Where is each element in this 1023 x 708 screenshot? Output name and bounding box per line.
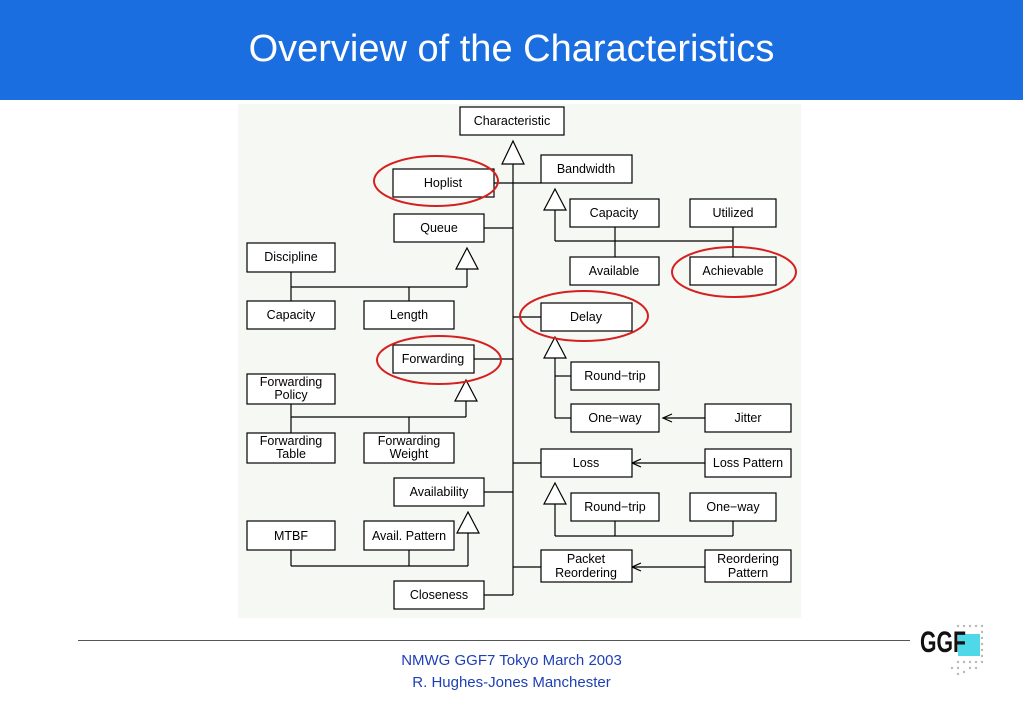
triangle-icon bbox=[501, 139, 525, 165]
connector-lines bbox=[290, 164, 734, 596]
triangle-icon bbox=[456, 510, 480, 534]
node-forwarding-weight-line2: Weight bbox=[390, 447, 429, 461]
node-reordering-pattern-line2: Pattern bbox=[728, 566, 768, 580]
page-title: Overview of the Characteristics bbox=[248, 28, 775, 70]
node-available: Available bbox=[589, 264, 640, 278]
node-loss-round-trip: Round−trip bbox=[584, 500, 646, 514]
ggf-logo: GGF bbox=[920, 624, 984, 676]
node-achievable: Achievable bbox=[702, 264, 763, 278]
node-queue: Queue bbox=[420, 221, 458, 235]
triangle-icon bbox=[543, 335, 567, 359]
node-delay-one-way: One−way bbox=[588, 411, 642, 425]
node-jitter: Jitter bbox=[734, 411, 761, 425]
node-reordering-pattern-line1: Reordering bbox=[717, 552, 779, 566]
title-bar bbox=[0, 0, 1023, 100]
node-delay-round-trip: Round−trip bbox=[584, 369, 646, 383]
highlight-delay bbox=[519, 290, 649, 342]
node-queue-capacity: Capacity bbox=[267, 308, 316, 322]
arrowhead-icon bbox=[661, 413, 673, 423]
highlight-ellipses bbox=[373, 155, 797, 385]
node-boxes bbox=[246, 106, 792, 610]
node-characteristic: Characteristic bbox=[474, 114, 550, 128]
node-utilized: Utilized bbox=[713, 206, 754, 220]
node-closeness: Closeness bbox=[410, 588, 468, 602]
generalization-arrows bbox=[454, 139, 567, 534]
logo-dots bbox=[950, 624, 984, 676]
node-forwarding-weight-line1: Forwarding bbox=[378, 434, 441, 448]
node-loss-pattern: Loss Pattern bbox=[713, 456, 783, 470]
footer-line-1: NMWG GGF7 Tokyo March 2003 bbox=[401, 652, 622, 669]
node-hoplist: Hoplist bbox=[424, 176, 463, 190]
triangle-icon bbox=[455, 246, 479, 270]
node-loss: Loss bbox=[573, 456, 599, 470]
footer-line-2: R. Hughes-Jones Manchester bbox=[412, 674, 611, 691]
node-bw-capacity: Capacity bbox=[590, 206, 639, 220]
node-availability: Availability bbox=[410, 485, 470, 499]
highlight-hoplist bbox=[373, 155, 499, 207]
highlight-achievable bbox=[671, 246, 797, 298]
node-length: Length bbox=[390, 308, 428, 322]
node-labels: Characteristic Hoplist Queue Discipline … bbox=[260, 114, 783, 602]
triangle-icon bbox=[543, 481, 567, 505]
node-bandwidth: Bandwidth bbox=[557, 162, 615, 176]
node-delay: Delay bbox=[570, 310, 603, 324]
node-forwarding-policy-line2: Policy bbox=[274, 388, 308, 402]
node-discipline: Discipline bbox=[264, 250, 318, 264]
logo-text: GGF bbox=[920, 626, 966, 659]
node-forwarding-policy-line1: Forwarding bbox=[260, 375, 323, 389]
node-loss-one-way: One−way bbox=[706, 500, 760, 514]
triangle-icon bbox=[454, 378, 478, 402]
node-forwarding-table-line1: Forwarding bbox=[260, 434, 323, 448]
triangle-icon bbox=[543, 187, 567, 211]
node-forwarding: Forwarding bbox=[402, 352, 465, 366]
node-packet-reordering-line1: Packet bbox=[567, 552, 606, 566]
footer-divider bbox=[78, 640, 910, 641]
highlight-forwarding bbox=[376, 335, 502, 385]
node-packet-reordering-line2: Reordering bbox=[555, 566, 617, 580]
node-mtbf: MTBF bbox=[274, 529, 308, 543]
node-avail-pattern: Avail. Pattern bbox=[372, 529, 446, 543]
node-forwarding-table-line2: Table bbox=[276, 447, 306, 461]
logo-accent-square bbox=[958, 634, 980, 656]
